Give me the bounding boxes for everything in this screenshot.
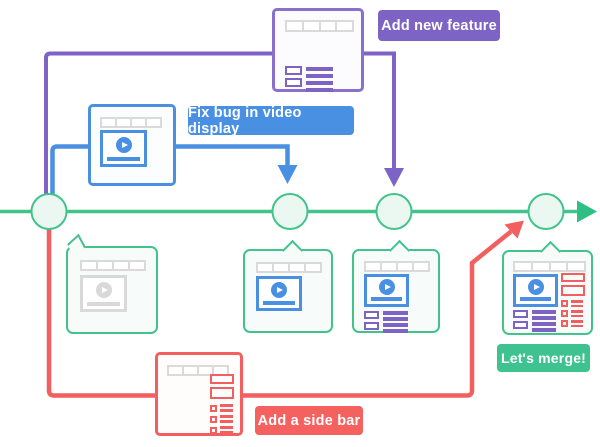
video-progress-bar <box>263 301 295 305</box>
tab-bar <box>513 261 586 272</box>
bugfix-branch-arrowhead-icon <box>277 165 298 184</box>
snapshot-bubble-bugfix <box>243 239 333 333</box>
tab-cell <box>117 119 132 126</box>
sidebar-list-item <box>210 415 234 423</box>
tab-cell <box>169 367 184 374</box>
sidebar-list-item <box>210 426 234 434</box>
bugfix-branch-label: Fix bug in video display <box>188 105 354 137</box>
feature-branch-line <box>44 51 396 202</box>
feature-text-line <box>306 67 333 71</box>
commit-node-3 <box>375 193 413 230</box>
video-player <box>513 274 558 307</box>
sidebar-bullet <box>210 426 217 434</box>
merge-label: Let's merge! <box>497 344 590 372</box>
tab-cell <box>132 119 147 126</box>
sidebar-branch-label: Add a side bar <box>255 406 363 435</box>
video-player <box>100 130 147 167</box>
tab-cell <box>147 119 160 126</box>
tab-bar <box>100 117 162 128</box>
sidebar-list-item <box>210 404 234 412</box>
new-feature-content-block <box>364 311 408 333</box>
tab-cell <box>304 22 321 30</box>
play-icon <box>95 281 112 298</box>
snapshot-bubble-merged <box>502 240 593 335</box>
feature-thumb <box>285 66 302 75</box>
video-progress-bar <box>107 157 140 161</box>
commit-node-4 <box>527 193 565 230</box>
video-player <box>256 276 302 311</box>
snapshot-bubble-initial <box>66 233 158 334</box>
tab-cell <box>199 367 214 374</box>
play-icon <box>115 136 132 153</box>
video-progress-bar <box>520 297 551 301</box>
tab-cell <box>287 22 304 30</box>
play-icon <box>527 279 544 296</box>
sidebar-box <box>210 374 234 384</box>
video-player <box>364 274 409 307</box>
feature-branch-arrowhead-icon <box>384 168 404 187</box>
video-progress-bar <box>371 297 402 301</box>
new-feature-content-block <box>513 310 556 332</box>
tab-bar <box>167 365 229 376</box>
video-progress-bar <box>87 302 120 306</box>
feature-thumb <box>285 78 302 87</box>
tab-bar <box>80 260 146 271</box>
tab-cell <box>321 22 338 30</box>
feature-branch-window <box>272 8 364 92</box>
bugfix-branch-window <box>88 104 176 186</box>
commit-node-2 <box>271 193 309 230</box>
sidebar-branch-line <box>46 222 513 398</box>
feature-text-line <box>306 88 333 92</box>
main-branch-arrow-right-icon <box>577 200 597 223</box>
sidebar-box <box>210 387 234 399</box>
tab-cell <box>102 119 117 126</box>
tab-cell <box>337 22 352 30</box>
tab-cell <box>184 367 199 374</box>
sidebar-branch-window <box>155 352 243 436</box>
sidebar-bullet <box>210 404 217 412</box>
feature-text-line <box>306 74 333 78</box>
feature-text-line <box>306 81 333 85</box>
tab-bar <box>256 262 322 273</box>
commit-node-1 <box>30 193 68 230</box>
play-icon <box>271 282 287 299</box>
tab-bar <box>364 261 430 272</box>
tab-cell <box>214 367 227 374</box>
sidebar-content-block <box>210 374 234 434</box>
tab-bar <box>285 20 354 32</box>
bugfix-branch-line <box>50 144 290 202</box>
new-feature-content-block <box>285 66 333 92</box>
sidebar-branch-arrowhead-icon <box>504 220 524 239</box>
sidebar-content-block <box>561 273 585 327</box>
feature-branch-label: Add new feature <box>378 10 500 41</box>
snapshot-bubble-feature <box>352 239 440 333</box>
sidebar-bullet <box>210 415 217 423</box>
play-icon <box>378 279 395 296</box>
video-player-placeholder <box>80 275 127 312</box>
